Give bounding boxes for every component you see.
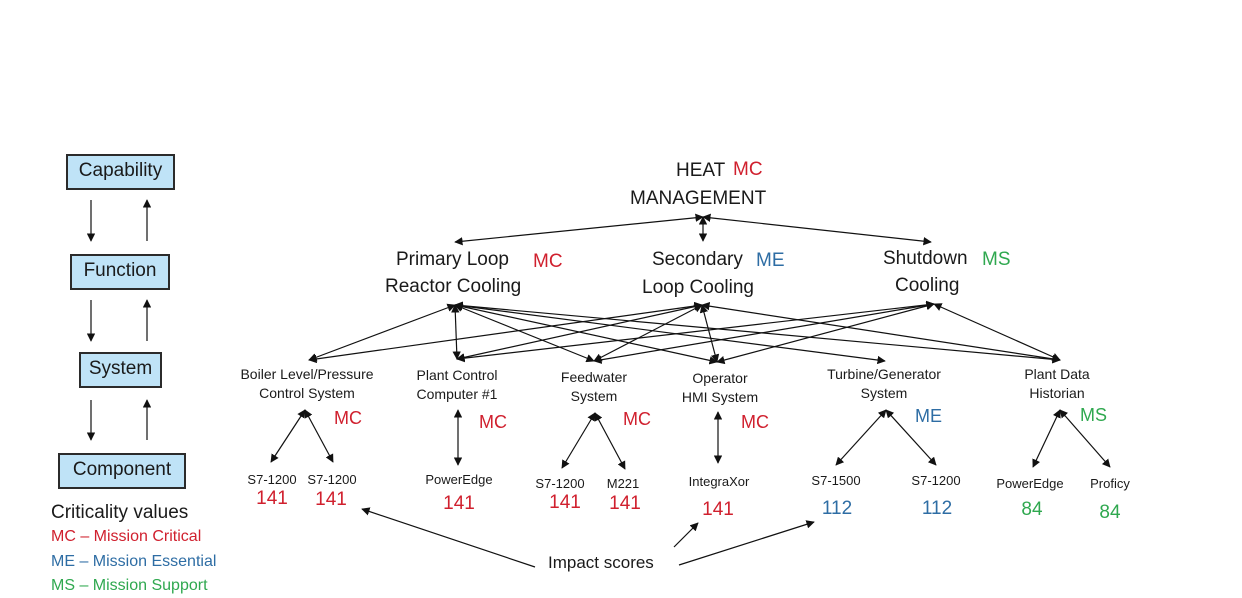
link-shutdown-historian bbox=[933, 303, 1061, 361]
link-historian-c9 bbox=[1032, 409, 1061, 468]
function-box: Function bbox=[70, 254, 170, 290]
link-turbine-c8 bbox=[885, 409, 937, 466]
system-box: System bbox=[79, 352, 162, 388]
system-hmi-line2: HMI System bbox=[681, 389, 759, 405]
component-1-name: S7-1200 bbox=[247, 472, 297, 487]
component-10-score: 84 bbox=[1099, 502, 1121, 523]
component-6-name: IntegraXor bbox=[688, 474, 750, 489]
link-primary-turbine bbox=[454, 301, 886, 365]
link-turbine-c7 bbox=[835, 409, 887, 466]
legend-ms: MS – Mission Support bbox=[51, 577, 208, 594]
impact-scores-label: Impact scores bbox=[548, 553, 654, 572]
system-hmi-crit: MC bbox=[741, 412, 769, 432]
capability-heat-line1: HEAT bbox=[676, 160, 726, 181]
link-historian-c10 bbox=[1059, 409, 1111, 468]
link-feedwater-c4 bbox=[561, 412, 596, 469]
component-3-name: PowerEdge bbox=[425, 472, 493, 487]
component-7-name: S7-1500 bbox=[811, 473, 861, 488]
component-2-name: S7-1200 bbox=[307, 472, 357, 487]
component-4-score: 141 bbox=[549, 492, 581, 513]
system-turbine-line1: Turbine/Generator bbox=[827, 366, 941, 382]
system-historian-line2: Historian bbox=[1029, 385, 1085, 401]
function-secondary-line2: Loop Cooling bbox=[642, 277, 754, 298]
component-8-score: 112 bbox=[921, 498, 953, 519]
component-9-name: PowerEdge bbox=[996, 476, 1064, 491]
component-box: Component bbox=[58, 453, 186, 489]
component-9-score: 84 bbox=[1021, 499, 1043, 520]
function-secondary-line1: Secondary bbox=[652, 249, 743, 270]
link-heat-shutdown bbox=[702, 213, 932, 246]
component-5-score: 141 bbox=[609, 493, 641, 514]
component-5-name: M221 bbox=[606, 476, 640, 491]
system-turbine-crit: ME bbox=[915, 406, 942, 426]
system-boiler-line1: Boiler Level/Pressure bbox=[240, 366, 374, 382]
system-historian-line1: Plant Data bbox=[1024, 366, 1090, 382]
system-feedwater-crit: MC bbox=[623, 409, 651, 429]
component-6-score: 141 bbox=[702, 499, 734, 520]
system-plantctrl-label: Plant Control Computer #1 bbox=[400, 367, 514, 402]
component-4-name: S7-1200 bbox=[535, 476, 585, 491]
system-hmi-label: Operator HMI System bbox=[668, 370, 772, 405]
function-secondary-crit: ME bbox=[756, 250, 785, 271]
legend-me: ME – Mission Essential bbox=[51, 553, 217, 570]
system-plantctrl-crit: MC bbox=[479, 412, 507, 432]
system-boiler-crit: MC bbox=[334, 408, 362, 428]
component-3-score: 141 bbox=[443, 493, 475, 514]
link-primary-boiler bbox=[308, 303, 456, 362]
function-shutdown-crit: MS bbox=[982, 249, 1011, 270]
capability-heat-line2: MANAGEMENT bbox=[630, 188, 767, 209]
system-turbine-line2: System bbox=[860, 385, 908, 401]
system-feedwater-line2: System bbox=[570, 388, 618, 404]
function-primary-line1: Primary Loop bbox=[396, 249, 509, 270]
system-boiler-line2: Control System bbox=[259, 385, 355, 401]
system-hmi-line1: Operator bbox=[692, 370, 748, 386]
legend-mc: MC – Mission Critical bbox=[51, 528, 202, 545]
link-boiler-c1 bbox=[270, 409, 306, 463]
impact-arrow-left bbox=[361, 507, 536, 568]
impact-arrow-mid bbox=[673, 522, 699, 548]
component-10-name: Proficy bbox=[1090, 476, 1130, 491]
link-feedwater-c5 bbox=[594, 412, 626, 470]
function-primary-crit: MC bbox=[533, 251, 563, 272]
component-1-score: 141 bbox=[256, 488, 288, 509]
component-2-score: 141 bbox=[315, 489, 347, 510]
system-feedwater-label: Feedwater System bbox=[546, 369, 642, 404]
capability-box: Capability bbox=[66, 154, 175, 190]
link-secondary-boiler bbox=[308, 301, 703, 364]
legend-title: Criticality values bbox=[51, 502, 189, 523]
function-primary-line2: Reactor Cooling bbox=[385, 276, 522, 297]
link-boiler-c2 bbox=[304, 409, 334, 463]
system-historian-crit: MS bbox=[1080, 405, 1107, 425]
link-primary-plantctrl bbox=[451, 304, 461, 360]
component-8-name: S7-1200 bbox=[911, 473, 961, 488]
system-historian-label: Plant Data Historian bbox=[1005, 366, 1109, 401]
link-shutdown-hmi bbox=[716, 301, 935, 365]
function-shutdown-line2: Cooling bbox=[895, 275, 960, 296]
system-boiler-label: Boiler Level/Pressure Control System bbox=[226, 366, 388, 401]
impact-arrow-right bbox=[678, 520, 815, 566]
link-secondary-hmi bbox=[699, 304, 720, 363]
system-plantctrl-line2: Computer #1 bbox=[416, 386, 498, 402]
function-shutdown-line1: Shutdown bbox=[883, 248, 968, 269]
system-feedwater-line1: Feedwater bbox=[560, 369, 628, 385]
capability-heat-crit: MC bbox=[733, 159, 763, 180]
system-plantctrl-line1: Plant Control bbox=[416, 367, 498, 383]
system-turbine-label: Turbine/Generator System bbox=[808, 366, 960, 401]
link-heat-primary bbox=[454, 213, 704, 246]
component-7-score: 112 bbox=[821, 498, 853, 519]
